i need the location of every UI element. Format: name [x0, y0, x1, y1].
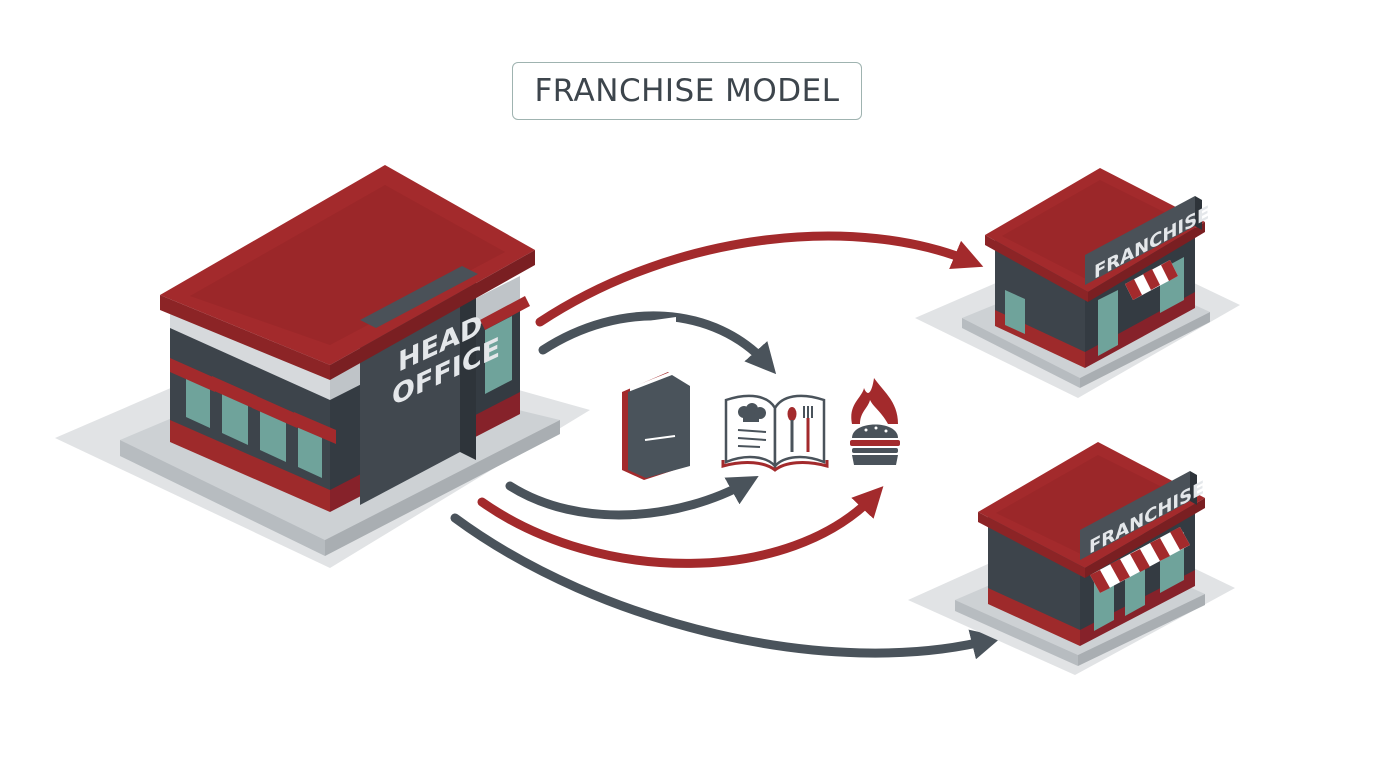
franchise-building-top: FRANCHISE: [915, 168, 1240, 398]
arrow-to-manual: [538, 311, 777, 375]
flame-burger-icon: [850, 378, 900, 465]
franchise-building-bottom: FRANCHISE: [908, 442, 1235, 675]
flow-arrows: [450, 231, 1002, 660]
arrow-to-burger: [477, 486, 884, 568]
arrow-to-franchise-bottom: [450, 513, 1002, 660]
head-office-building: HEAD OFFICE: [55, 165, 590, 568]
arrow-to-franchise-top: [535, 231, 984, 327]
recipe-book-icon: [721, 394, 829, 472]
arrow-to-recipe: [505, 476, 759, 520]
manual-book-icon: [622, 316, 690, 480]
page-title: FRANCHISE MODEL: [512, 62, 862, 120]
